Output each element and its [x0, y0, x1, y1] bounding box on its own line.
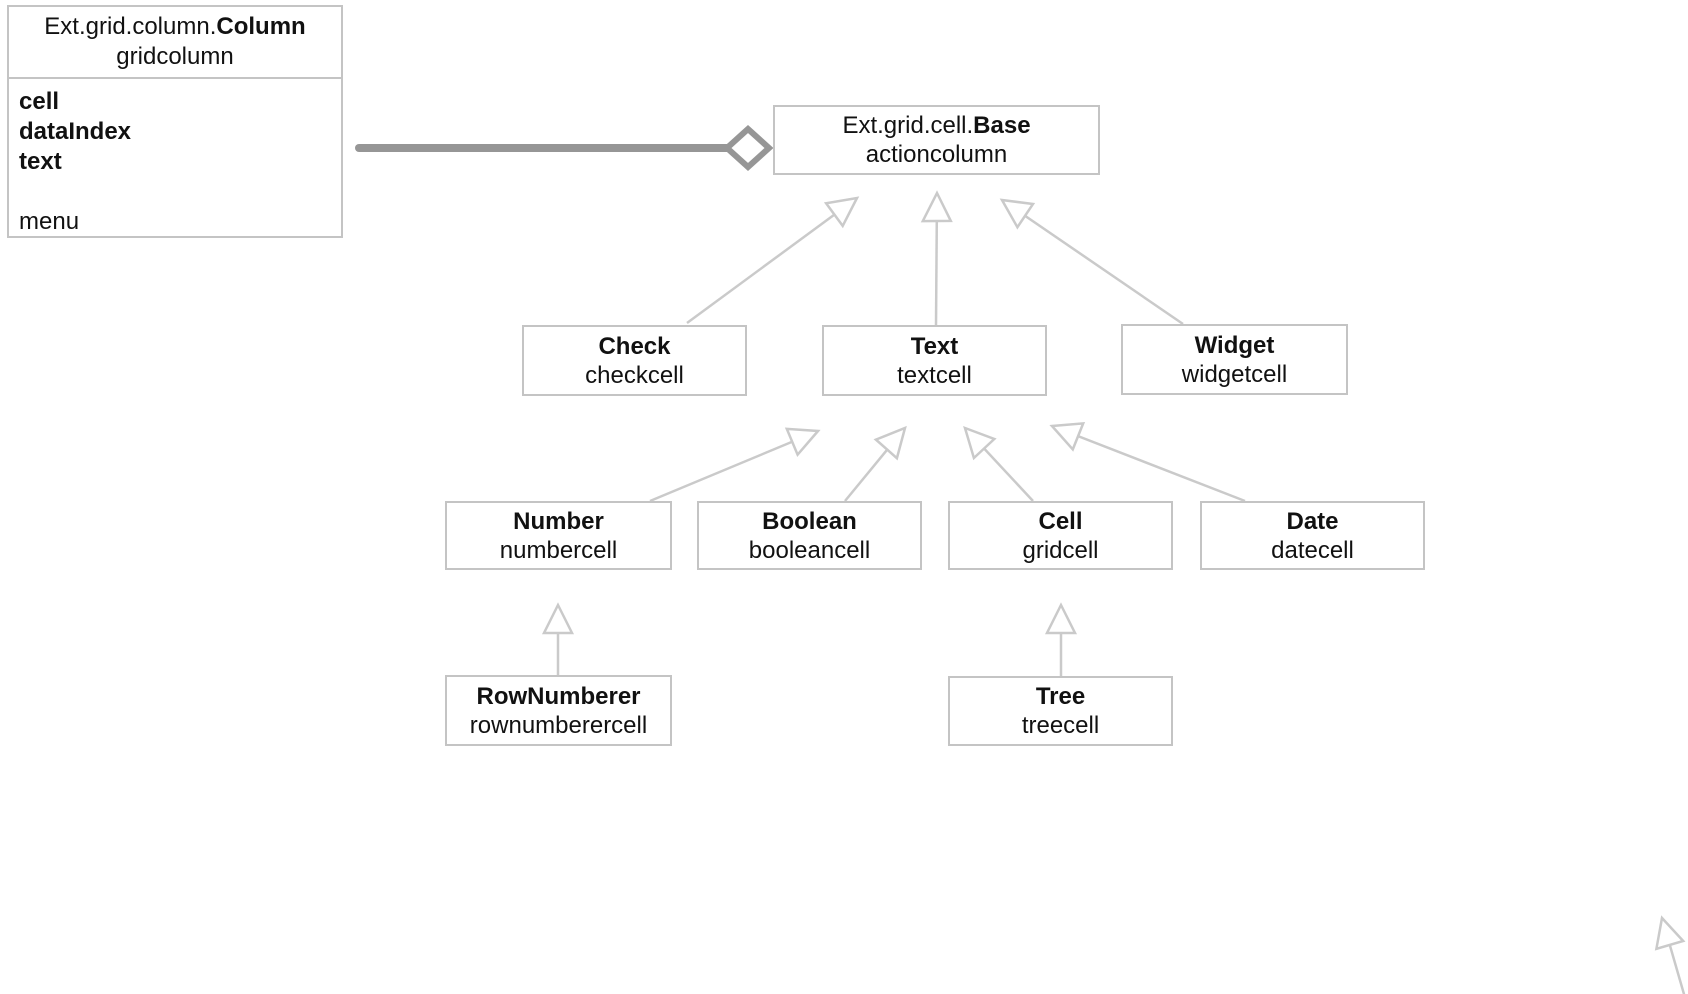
class-node-boolean[interactable]: Boolean booleancell — [697, 501, 922, 570]
inheritance-arrowhead-icon — [963, 425, 997, 461]
class-node-alias: datecell — [1271, 536, 1354, 564]
class-node-text[interactable]: Text textcell — [822, 325, 1047, 396]
class-name: Column — [216, 13, 306, 40]
class-package-prefix: Ext.grid.column. — [44, 13, 217, 40]
class-node-title: Ext.grid.cell.Base — [842, 111, 1030, 140]
class-node-header: Ext.grid.column.Column gridcolumn — [9, 7, 341, 79]
inheritance-edge-number-to-text — [649, 427, 821, 503]
composition-edge-column-to-base — [355, 124, 774, 172]
inheritance-edge-boolean-to-text — [844, 425, 907, 502]
inheritance-arrowhead-icon — [1654, 915, 1686, 951]
member-text: text — [19, 148, 62, 175]
class-node-title: RowNumberer — [476, 682, 641, 710]
class-node-title: Date — [1286, 507, 1339, 535]
member-cell: cell — [19, 88, 60, 115]
class-node-alias: numbercell — [499, 536, 618, 564]
class-node-check[interactable]: Check checkcell — [522, 325, 747, 396]
inheritance-edge-rownumberer-to-number — [541, 602, 575, 675]
inheritance-line — [649, 429, 819, 503]
inheritance-edge-tree-to-cell — [1044, 602, 1078, 676]
class-node-tree[interactable]: Tree treecell — [948, 676, 1173, 746]
class-node-alias: rownumberercell — [469, 711, 648, 739]
inheritance-line — [1001, 198, 1184, 326]
inheritance-line — [686, 196, 858, 325]
inheritance-edge-date-to-text — [1049, 421, 1246, 503]
class-node-alias: gridcolumn — [116, 43, 234, 70]
member-spacer — [19, 177, 331, 207]
inheritance-arrowhead-icon — [823, 196, 860, 229]
inheritance-arrowhead-icon — [873, 425, 907, 461]
inheritance-arrowhead-icon — [999, 198, 1036, 230]
class-node-alias: gridcell — [1022, 536, 1099, 564]
class-node-date[interactable]: Date datecell — [1200, 501, 1425, 570]
class-node-members: cell dataIndex text menu — [9, 79, 341, 237]
class-node-title: Text — [910, 332, 959, 360]
class-node-cell[interactable]: Cell gridcell — [948, 501, 1173, 570]
class-node-title: Tree — [1035, 683, 1086, 710]
inheritance-edge-text-to-base — [920, 190, 953, 326]
class-node-title: Boolean — [762, 507, 857, 535]
class-node-title: Check — [598, 332, 671, 360]
class-node-base[interactable]: Ext.grid.cell.Base actioncolumn — [773, 105, 1100, 175]
inheritance-arrowhead-icon — [541, 602, 575, 635]
inheritance-edge-widget-to-base — [999, 198, 1184, 326]
class-node-alias: actioncolumn — [865, 141, 1008, 168]
inheritance-arrowhead-icon — [920, 190, 953, 223]
class-node-title: Ext.grid.column.Column — [44, 12, 305, 42]
inheritance-arrowhead-icon — [784, 427, 821, 458]
class-package-prefix: Ext.grid.cell. — [842, 112, 974, 139]
inheritance-arrowhead-icon — [1049, 421, 1086, 452]
inheritance-edge-cell-to-text — [963, 425, 1034, 502]
class-node-widget[interactable]: Widget widgetcell — [1121, 324, 1348, 395]
class-node-alias: textcell — [897, 361, 972, 389]
inheritance-edge-partial-bottom-right — [1654, 915, 1686, 994]
class-node-title: Cell — [1038, 507, 1083, 535]
member-menu: menu — [19, 208, 80, 235]
class-node-alias: treecell — [1021, 712, 1100, 739]
class-node-column[interactable]: Ext.grid.column.Column gridcolumn cell d… — [7, 5, 343, 238]
class-node-title: Number — [513, 507, 604, 535]
inheritance-arrowhead-icon — [1044, 602, 1078, 635]
aggregation-diamond-icon — [722, 124, 774, 172]
class-name: Base — [973, 112, 1031, 139]
class-node-title: Widget — [1194, 331, 1275, 359]
class-node-rownumberer[interactable]: RowNumberer rownumberercell — [445, 675, 672, 746]
inheritance-edge-check-to-base — [686, 196, 860, 325]
member-dataindex: dataIndex — [19, 118, 132, 145]
class-node-number[interactable]: Number numbercell — [445, 501, 672, 570]
inheritance-line — [1051, 424, 1246, 503]
class-node-alias: booleancell — [748, 536, 871, 564]
class-node-alias: widgetcell — [1181, 360, 1288, 388]
class-node-alias: checkcell — [585, 361, 684, 389]
